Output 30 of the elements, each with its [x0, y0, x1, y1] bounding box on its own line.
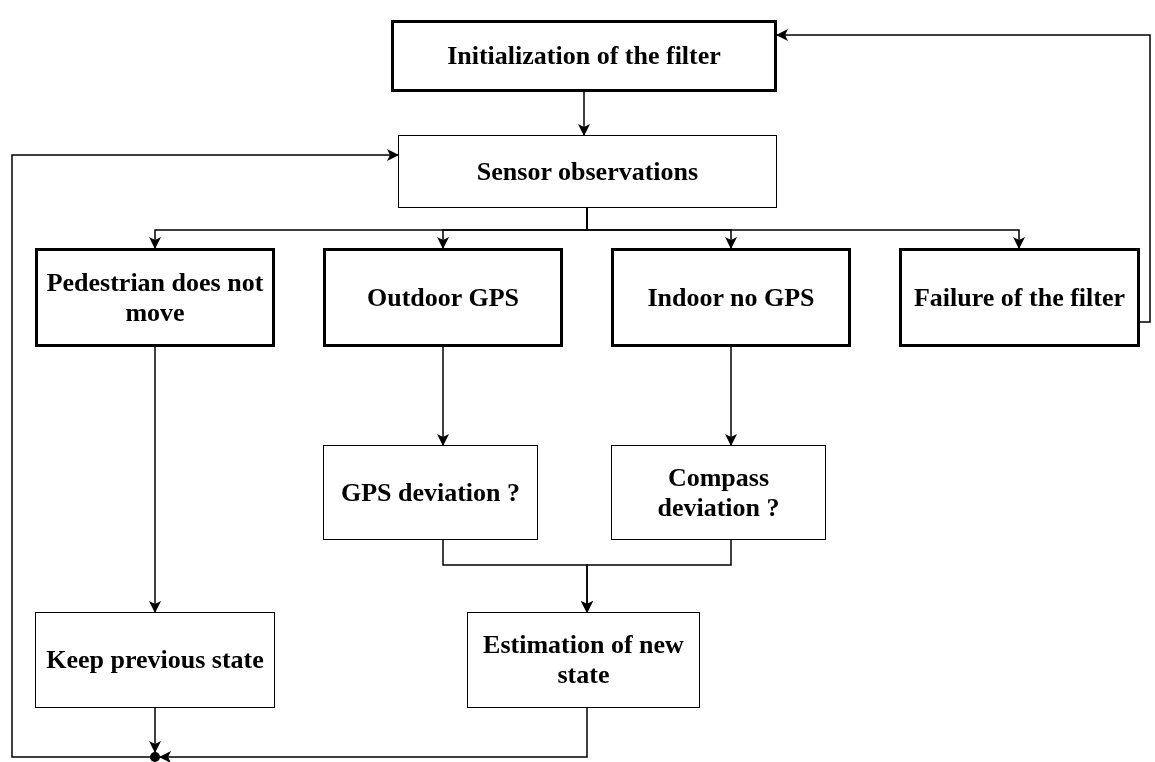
process-box	[35, 612, 275, 708]
box-label: Keep previous state	[45, 645, 265, 675]
process-box	[398, 135, 777, 208]
box-label: GPS deviation ?	[339, 477, 522, 508]
arrow	[725, 346, 737, 446]
process-box	[899, 248, 1140, 347]
process-box	[391, 20, 777, 92]
box-label: Compass deviation ?	[656, 462, 781, 523]
arrow	[149, 707, 161, 753]
arrow	[776, 29, 1151, 323]
box-label: Initialization of the filter	[446, 41, 722, 71]
process-box	[611, 445, 826, 540]
arrow	[11, 149, 399, 758]
arrow	[578, 91, 590, 136]
box-label: Outdoor GPS	[366, 282, 520, 313]
arrow	[159, 707, 588, 762]
process-box	[323, 445, 538, 540]
box-label: Estimation of new state	[482, 630, 685, 690]
box-label: Pedestrian does not move	[45, 267, 265, 328]
box-label: Indoor no GPS	[646, 282, 816, 313]
arrow	[581, 539, 732, 613]
arrow	[437, 346, 449, 446]
process-box	[323, 248, 563, 347]
process-box	[35, 248, 275, 347]
box-label: Sensor observations	[475, 156, 700, 187]
junction-dot	[150, 752, 160, 762]
process-box	[467, 612, 700, 708]
arrow	[149, 346, 161, 613]
process-box	[611, 248, 851, 347]
box-label: Failure of the filter	[912, 282, 1127, 313]
